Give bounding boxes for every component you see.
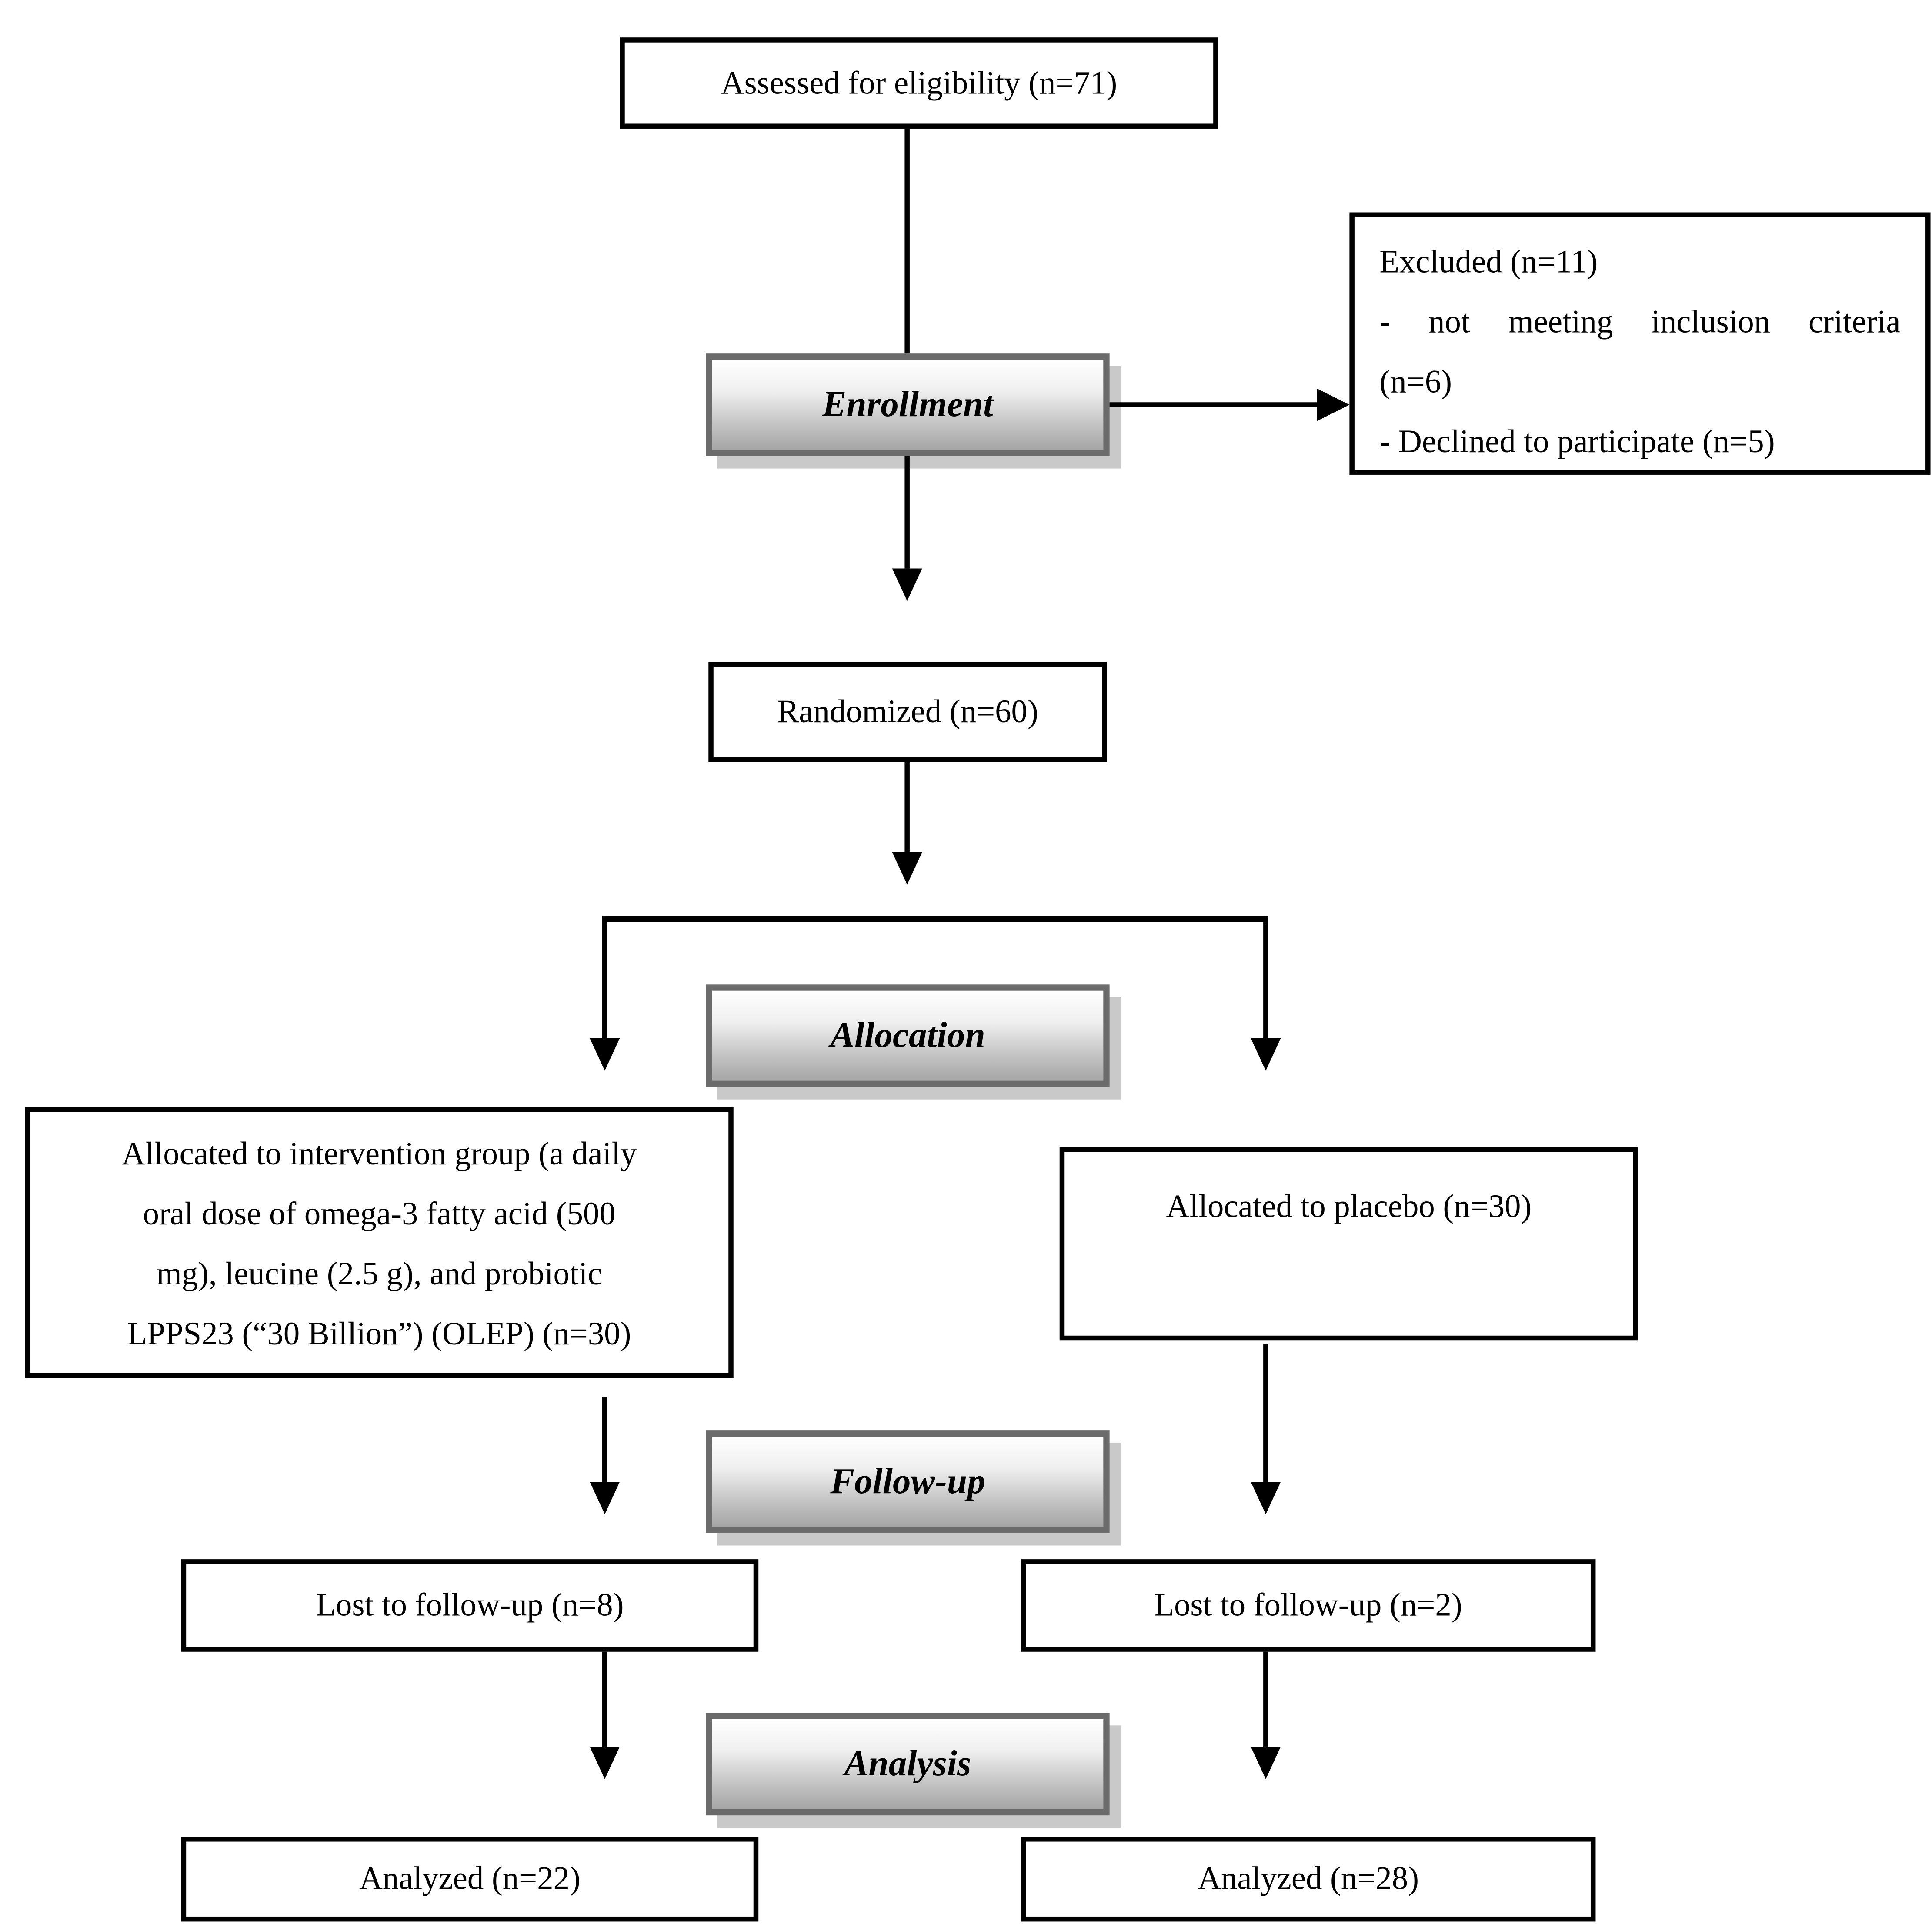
arrowhead-down-analyzed-right-icon — [1251, 1747, 1281, 1779]
analysis-stage-label: Analysis — [844, 1743, 971, 1784]
enrollment-stage-label: Enrollment — [822, 384, 994, 424]
lost-placebo-box: Lost to follow-up (n=2) — [1021, 1559, 1596, 1652]
branch-left-line — [602, 916, 607, 1038]
connector-placebo-followup — [1263, 1344, 1268, 1482]
arrowhead-down-placebo-icon — [1251, 1038, 1281, 1071]
arrowhead-down-randomized-icon — [892, 568, 922, 601]
analyzed-placebo-label: Analyzed (n=28) — [1198, 1860, 1419, 1897]
connector-randomized-branch — [904, 762, 910, 852]
analyzed-placebo-box: Analyzed (n=28) — [1021, 1837, 1596, 1922]
allocated-intervention-line: oral dose of omega-3 fatty acid (500 — [143, 1195, 616, 1232]
excluded-line: - Declined to participate (n=5) — [1379, 423, 1775, 460]
excluded-line: - not meeting inclusion criteria — [1379, 303, 1901, 340]
randomized-label: Randomized (n=60) — [777, 693, 1038, 730]
arrowhead-down-analyzed-left-icon — [590, 1747, 620, 1779]
followup-stage-label: Follow-up — [830, 1461, 985, 1501]
allocated-intervention-line: Allocated to intervention group (a daily — [121, 1136, 637, 1172]
arrowhead-down-intervention-icon — [590, 1038, 620, 1071]
allocated-placebo-box: Allocated to placebo (n=30) — [1059, 1147, 1638, 1341]
lost-intervention-label: Lost to follow-up (n=8) — [316, 1587, 624, 1623]
excluded-line: Excluded (n=11) — [1379, 243, 1598, 280]
connector-lost-right-analysis — [1263, 1651, 1268, 1747]
enrollment-stage-box: Enrollment — [706, 353, 1110, 456]
connector-enrollment-randomized — [904, 456, 910, 569]
assessed-box: Assessed for eligibility (n=71) — [620, 37, 1218, 129]
allocated-intervention-line: LPPS23 (“30 Billion”) (OLEP) (n=30) — [127, 1315, 631, 1352]
arrowhead-right-excluded-icon — [1317, 388, 1350, 421]
randomized-box: Randomized (n=60) — [708, 662, 1107, 762]
lost-placebo-label: Lost to follow-up (n=2) — [1154, 1587, 1462, 1623]
analyzed-intervention-box: Analyzed (n=22) — [181, 1837, 759, 1922]
arrowhead-down-lost-left-icon — [590, 1481, 620, 1514]
branch-right-line — [1263, 916, 1268, 1038]
allocation-stage-label: Allocation — [830, 1015, 985, 1055]
lost-intervention-box: Lost to follow-up (n=8) — [181, 1559, 759, 1652]
analysis-stage-box: Analysis — [706, 1713, 1110, 1816]
followup-stage-box: Follow-up — [706, 1430, 1110, 1533]
connector-lost-left-analysis — [602, 1651, 607, 1747]
assessed-label: Assessed for eligibility (n=71) — [721, 64, 1118, 101]
allocated-intervention-box: Allocated to intervention group (a daily… — [25, 1107, 734, 1378]
arrowhead-down-lost-right-icon — [1251, 1481, 1281, 1514]
excluded-line: (n=6) — [1379, 363, 1452, 400]
connector-intervention-followup — [602, 1397, 607, 1482]
arrowhead-down-branch-icon — [892, 852, 922, 885]
branch-horizontal-line — [604, 916, 1268, 922]
analyzed-intervention-label: Analyzed (n=22) — [359, 1860, 581, 1897]
connector-enrollment-excluded — [1109, 402, 1317, 407]
allocated-intervention-line: mg), leucine (2.5 g), and probiotic — [156, 1255, 602, 1292]
connector-assessed-enrollment — [904, 128, 910, 354]
allocation-stage-box: Allocation — [706, 984, 1110, 1087]
excluded-box: Excluded (n=11) - not meeting inclusion … — [1349, 212, 1931, 475]
allocated-placebo-label: Allocated to placebo (n=30) — [1166, 1188, 1532, 1225]
